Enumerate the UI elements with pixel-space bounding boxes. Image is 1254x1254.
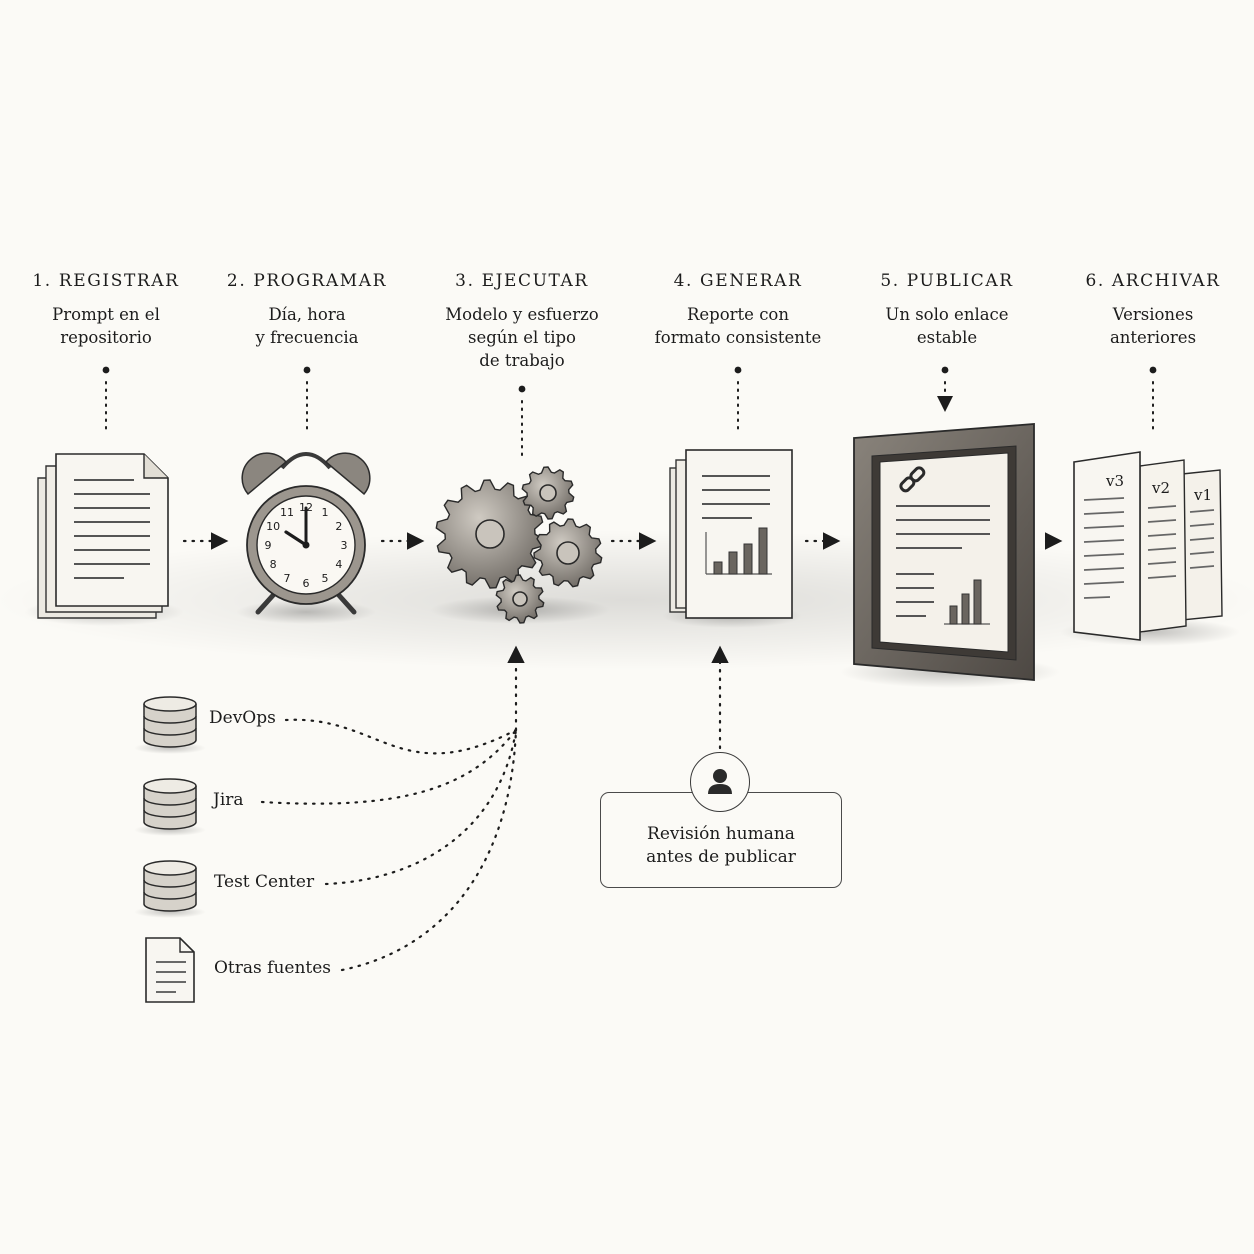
database-icon — [134, 778, 206, 836]
review-line-1: Revisión humana — [647, 824, 795, 844]
source-connectors — [260, 645, 729, 972]
step-description-line: estable — [916, 328, 978, 347]
step-description: Un solo enlace estable — [847, 303, 1047, 349]
source-label: Jira — [213, 790, 244, 810]
database-icon — [134, 696, 206, 754]
gears-icon — [430, 466, 610, 624]
step-title: 2. PROGRAMAR — [226, 271, 388, 291]
step-header-4: 4. GENERAR Reporte con formato consistente — [638, 271, 838, 349]
version-label: v2 — [1152, 479, 1171, 497]
step-description-line: Prompt en el — [52, 305, 160, 324]
step-description-line: Reporte con — [686, 305, 789, 324]
step-description: Modelo y esfuerzo según el tipo de trabajo — [422, 303, 622, 372]
report-icon — [662, 449, 802, 628]
step-description-line: anteriores — [1109, 328, 1197, 347]
clock-number: 10 — [266, 520, 280, 533]
step-header-5: 5. PUBLICAR Un solo enlace estable — [847, 271, 1047, 349]
step-title: 5. PUBLICAR — [880, 271, 1014, 291]
step-header-2: 2. PROGRAMAR Día, hora y frecuencia — [207, 271, 407, 349]
alarm-clock-icon: 121234567891011 — [236, 452, 376, 624]
review-text: Revisión humana antes de publicar — [601, 823, 841, 869]
version-label: v1 — [1194, 486, 1213, 504]
document-stack-icon — [24, 453, 184, 626]
clock-number: 7 — [284, 572, 291, 585]
step-description: Reporte con formato consistente — [638, 303, 838, 349]
gear-hub — [539, 484, 557, 502]
review-line-2: antes de publicar — [646, 847, 796, 867]
step-description-line: Día, hora — [268, 305, 346, 324]
framed-link-icon — [840, 423, 1060, 688]
step-title: 3. EJECUTAR — [455, 271, 589, 291]
versions-stack-icon — [1060, 451, 1240, 646]
clock-number: 8 — [270, 558, 277, 571]
step-header-3: 3. EJECUTAR Modelo y esfuerzo según el tip… — [422, 271, 622, 372]
step-description: Prompt en el repositorio — [6, 303, 206, 349]
step-description-line: repositorio — [60, 328, 152, 347]
step-description-line: Modelo y esfuerzo — [445, 305, 599, 324]
step-title: 6. ARCHIVAR — [1085, 271, 1221, 291]
step-title: 4. GENERAR — [673, 271, 803, 291]
step-description-line: Un solo enlace — [885, 305, 1009, 324]
source-label: Test Center — [214, 872, 315, 892]
step-description-line: formato consistente — [654, 328, 822, 347]
clock-number: 5 — [322, 572, 329, 585]
clock-number: 2 — [335, 520, 342, 533]
gear-hub — [512, 591, 528, 607]
header-connectors — [102, 366, 1157, 461]
document-icon — [145, 937, 195, 1003]
clock-number: 4 — [335, 558, 342, 571]
step-title: 1. REGISTRAR — [32, 271, 180, 291]
step-description-line: y frecuencia — [255, 328, 359, 347]
version-label: v3 — [1106, 472, 1125, 490]
link-icon — [899, 466, 926, 493]
step-description: Versiones anteriores — [1053, 303, 1253, 349]
clock-number: 3 — [341, 539, 348, 552]
database-icon — [134, 860, 206, 918]
gear-hub — [556, 541, 580, 565]
step-description: Día, hora y frecuencia — [207, 303, 407, 349]
step-header-6: 6. ARCHIVAR Versiones anteriores — [1053, 271, 1253, 349]
step-header-1: 1. REGISTRAR Prompt en el repositorio — [6, 271, 206, 349]
clock-number: 11 — [280, 506, 294, 519]
step-description-line: de trabajo — [479, 351, 565, 370]
source-label: DevOps — [209, 708, 276, 728]
clock-number: 6 — [303, 577, 310, 590]
person-icon — [690, 752, 750, 812]
clock-number: 1 — [322, 506, 329, 519]
clock-number: 9 — [265, 539, 272, 552]
gear-hub — [475, 519, 505, 549]
source-label: Otras fuentes — [214, 958, 332, 978]
step-description-line: según el tipo — [468, 328, 576, 347]
step-description-line: Versiones — [1112, 305, 1194, 324]
